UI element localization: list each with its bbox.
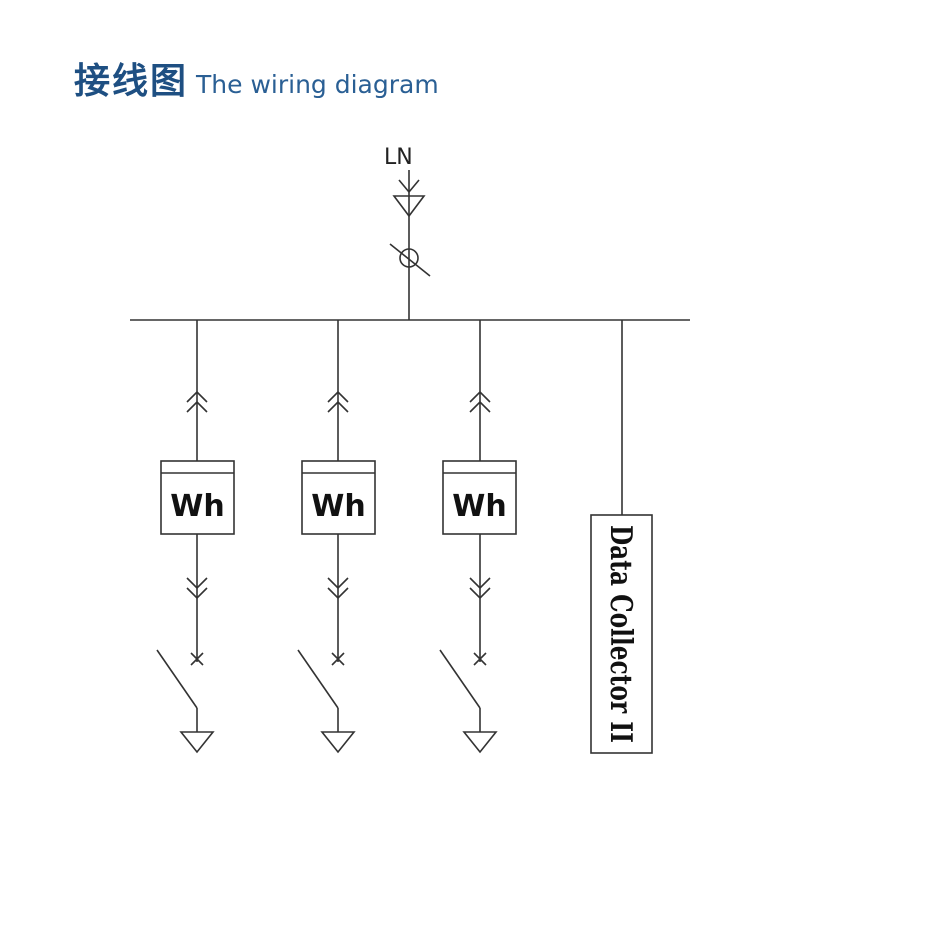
incoming-arrow-icon <box>398 179 420 194</box>
meter-box: Wh <box>301 460 376 535</box>
up-arrow-icon <box>469 390 491 413</box>
up-arrow-icon <box>327 390 349 413</box>
incoming-breaker-icon <box>389 243 431 277</box>
title-chinese: 接线图 <box>74 61 189 102</box>
switch-contact-icon <box>190 652 204 666</box>
down-arrow-icon <box>186 577 208 600</box>
incoming-feed <box>389 170 431 320</box>
switch-blade-icon <box>439 649 481 709</box>
ground-terminal-icon <box>462 731 498 754</box>
branch-2: Wh <box>297 320 376 754</box>
supply-label: LN <box>384 145 413 170</box>
down-arrow-icon <box>327 577 349 600</box>
meter-box: Wh <box>160 460 235 535</box>
branch-3: Wh <box>439 320 517 754</box>
collector-label: Data Collector II <box>603 525 638 743</box>
switch-blade-icon <box>156 649 198 709</box>
switch-contact-icon <box>331 652 345 666</box>
branch-1: Wh <box>156 320 235 754</box>
meter-label: Wh <box>452 489 506 524</box>
up-arrow-icon <box>186 390 208 413</box>
meter-label: Wh <box>311 489 365 524</box>
incoming-terminal-icon <box>392 195 426 218</box>
title-english: The wiring diagram <box>196 70 439 99</box>
collector-branch: Data Collector II <box>590 320 653 754</box>
ground-terminal-icon <box>320 731 356 754</box>
data-collector-box: Data Collector II <box>590 514 653 754</box>
switch-contact-icon <box>473 652 487 666</box>
down-arrow-icon <box>469 577 491 600</box>
page-title: 接线图 The wiring diagram <box>74 52 439 102</box>
switch-blade-icon <box>297 649 339 709</box>
ground-terminal-icon <box>179 731 215 754</box>
meter-box: Wh <box>442 460 517 535</box>
meter-label: Wh <box>170 489 224 524</box>
